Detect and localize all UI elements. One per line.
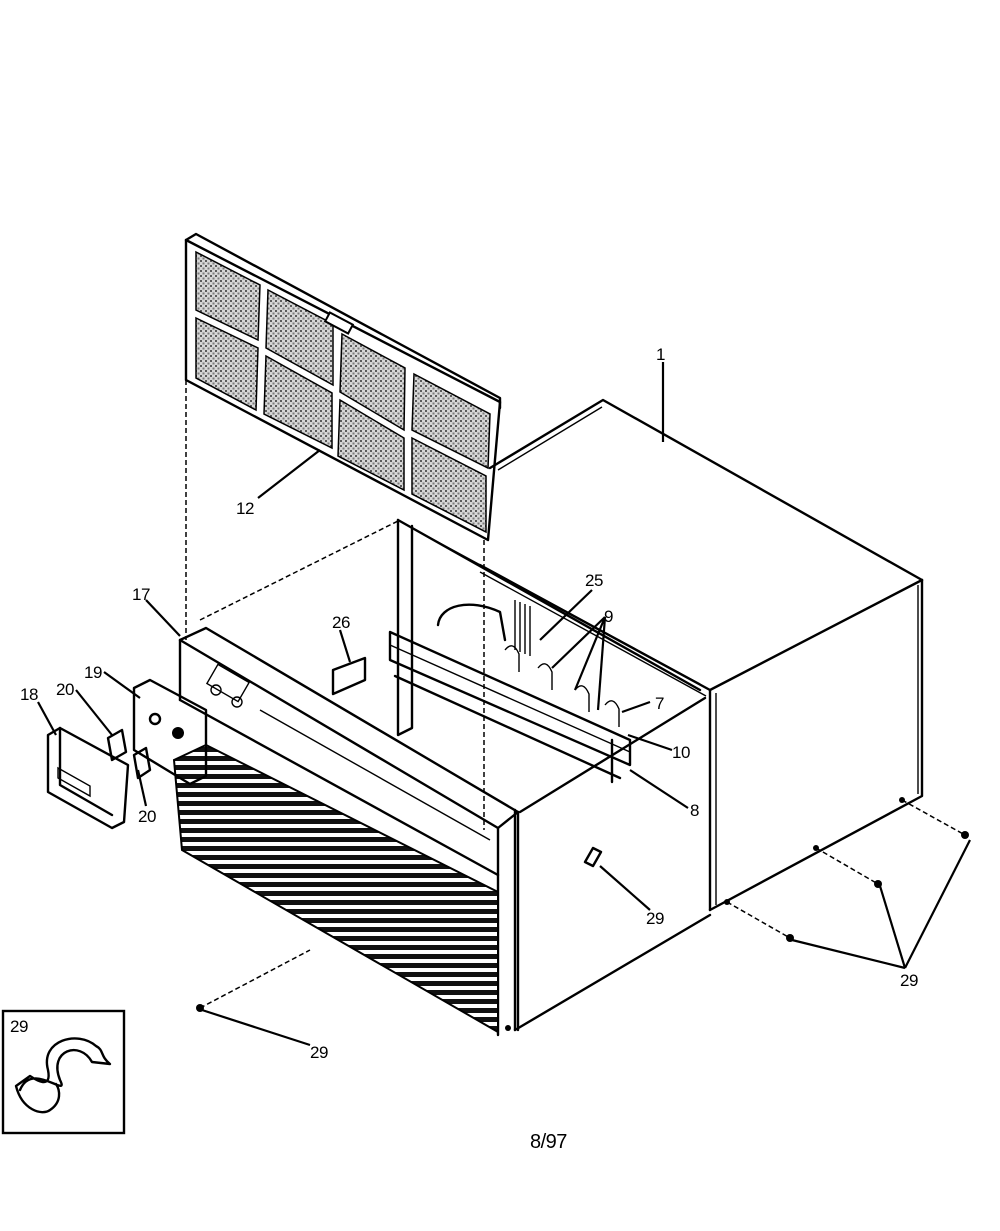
label-part-10: 10 xyxy=(672,743,690,762)
label-part-20-upper: 20 xyxy=(56,680,74,699)
date-code: 8/97 xyxy=(530,1131,567,1153)
label-part-1: 1 xyxy=(656,345,665,364)
leader-lines xyxy=(37,362,971,1047)
front-panel xyxy=(172,626,520,1037)
detail-inset-box: 29 xyxy=(1,1009,126,1135)
interior-partition xyxy=(331,518,702,784)
control-door xyxy=(46,726,130,830)
screw-right-side xyxy=(724,797,969,942)
label-part-8: 8 xyxy=(690,801,699,820)
bracket-side xyxy=(583,846,603,868)
label-part-20-lower: 20 xyxy=(138,807,156,826)
label-part-7: 7 xyxy=(655,694,664,713)
control-plate xyxy=(132,678,208,786)
label-part-26: 26 xyxy=(332,613,350,632)
label-part-12: 12 xyxy=(236,499,254,518)
control-knob-upper xyxy=(106,728,128,762)
label-inset-part-29: 29 xyxy=(10,1017,28,1036)
label-part-29-rear: 29 xyxy=(900,971,918,990)
label-part-17: 17 xyxy=(132,585,150,604)
label-part-29-front: 29 xyxy=(310,1043,328,1062)
label-part-18: 18 xyxy=(20,685,38,704)
coil-fins xyxy=(514,600,531,656)
label-part-9: 9 xyxy=(604,607,613,626)
control-knob-lower xyxy=(132,746,152,780)
label-part-25: 25 xyxy=(585,571,603,590)
label-part-29-side: 29 xyxy=(646,909,664,928)
screw-front-bottom xyxy=(196,949,311,1012)
label-part-19: 19 xyxy=(84,663,102,682)
air-filter xyxy=(184,232,502,542)
cabinet-outer-case xyxy=(199,398,924,1032)
